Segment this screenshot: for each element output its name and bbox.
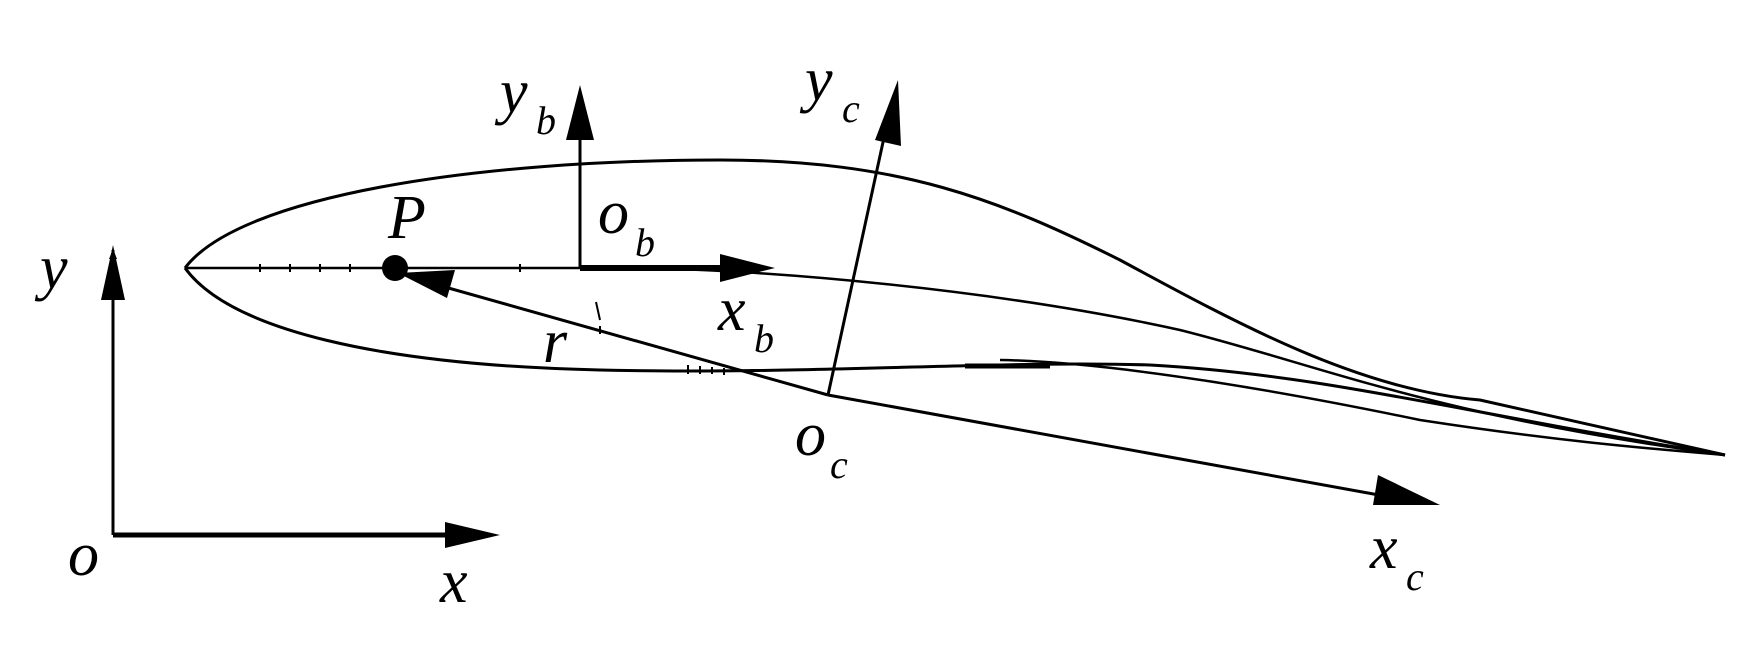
- global-x-arrowhead: [445, 522, 500, 548]
- label-body-origin-sub: b: [635, 220, 655, 265]
- label-body-y-sub: b: [536, 98, 556, 143]
- camber-line: [185, 266, 1726, 457]
- chord-x-axis: [827, 393, 1391, 499]
- global-y-arrowhead: [101, 245, 125, 300]
- airfoil-lower-surface: [183, 267, 1726, 457]
- airfoil-upper-surface: [183, 158, 1726, 457]
- tick-marks: [259, 264, 725, 375]
- radius-vector: [419, 278, 829, 397]
- label-chord-x-sub: c: [1406, 554, 1424, 599]
- body-y-arrowhead: [566, 85, 594, 140]
- camber-line-aft: [999, 358, 1726, 457]
- point-p-marker: [382, 255, 408, 281]
- label-point-p: P: [387, 184, 426, 252]
- label-global-x: x: [439, 548, 468, 616]
- chord-y-axis: [826, 109, 892, 396]
- label-body-x-sub: b: [754, 316, 774, 361]
- label-global-y: y: [34, 234, 68, 302]
- label-chord-y-sub: c: [842, 86, 860, 131]
- body-x-arrowhead: [720, 254, 775, 282]
- label-chord-x: x: [1369, 514, 1398, 582]
- radius-arrowhead: [398, 270, 455, 298]
- label-body-origin: o: [598, 179, 629, 247]
- label-chord-origin-sub: c: [830, 442, 848, 487]
- label-chord-origin: o: [795, 401, 826, 469]
- chord-y-arrowhead: [875, 80, 901, 146]
- label-body-x: x: [717, 276, 746, 344]
- chord-x-arrowhead: [1373, 475, 1440, 505]
- label-radius: r: [543, 308, 568, 376]
- label-body-y: y: [494, 58, 528, 126]
- label-global-origin: o: [68, 521, 99, 589]
- label-chord-y: y: [799, 46, 833, 114]
